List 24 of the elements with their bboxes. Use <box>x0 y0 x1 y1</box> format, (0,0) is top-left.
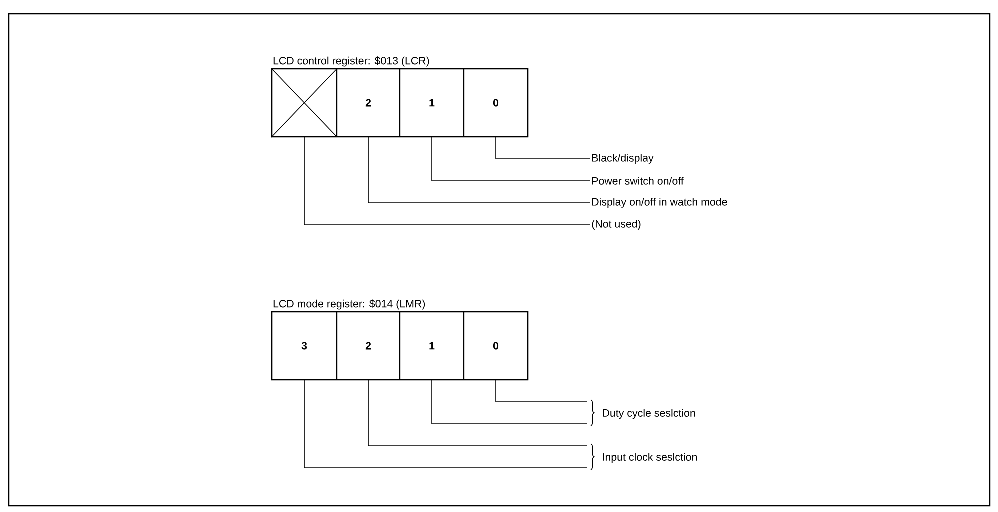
bit-cell: 0 <box>463 68 529 138</box>
crossed-bit-cell <box>271 68 338 138</box>
bit-cell: 1 <box>399 68 465 138</box>
leader-line <box>304 137 590 226</box>
bit-cell: 2 <box>336 311 401 381</box>
leader-line <box>496 380 588 402</box>
leader-line <box>368 137 590 204</box>
bit-description: Black/display <box>592 154 654 164</box>
node-label: LCD mode register: $014 (LMR) <box>274 300 426 310</box>
bit-cell: 3 <box>271 311 338 381</box>
leader-line <box>432 137 590 182</box>
bit-cell: 1 <box>399 311 465 381</box>
bit-description: (Not used) <box>592 220 641 230</box>
leader-line <box>432 380 588 424</box>
bracketed-description: Duty cycle seslction <box>590 400 696 426</box>
leader-line <box>368 380 588 446</box>
bracketed-description: Input clock seslction <box>590 444 698 470</box>
bit-cell: 0 <box>463 311 529 381</box>
bit-description: Power switch on/off <box>592 177 684 185</box>
node-label: LCD control register: $013 (LCR) <box>274 56 430 67</box>
bit-cell: 2 <box>336 68 401 138</box>
leader-line <box>496 137 590 160</box>
leader-line <box>304 380 588 468</box>
bit-description: Display on/off in watch mode <box>592 198 728 208</box>
